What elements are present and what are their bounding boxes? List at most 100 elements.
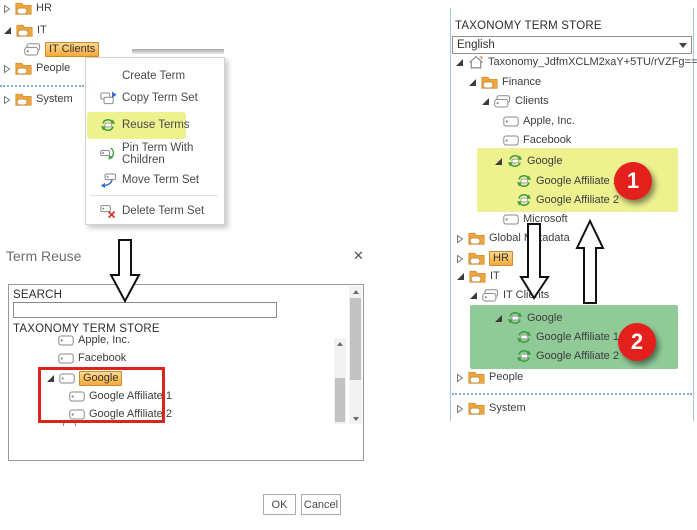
term-tag-icon xyxy=(503,135,519,146)
annotation-badge-2: 2 xyxy=(618,323,656,361)
dialog-tree-item-google-affiliate-1[interactable]: Google Affiliate 1 xyxy=(69,390,172,403)
term-set-icon xyxy=(482,289,499,302)
red-callout-box xyxy=(38,367,165,423)
dialog-tree-item-facebook[interactable]: Facebook xyxy=(58,352,126,365)
chevron-expanded-icon xyxy=(481,97,490,106)
menu-item-label: Create Term xyxy=(122,70,186,82)
folder-icon xyxy=(468,402,485,415)
chevron-right-icon xyxy=(456,254,464,264)
delete-term-set-icon xyxy=(100,204,117,219)
tree-item-google-reused[interactable]: Google xyxy=(494,154,562,168)
tree-item-label: Google Affiliate 1 xyxy=(536,330,619,343)
folder-icon xyxy=(15,62,32,75)
tree-item-google-reused-2[interactable]: Google xyxy=(494,311,562,325)
scrollbar-thumb[interactable] xyxy=(350,298,361,380)
tree-item-it[interactable]: IT xyxy=(456,270,500,283)
folder-icon xyxy=(468,232,485,245)
flow-arrow-up-panel xyxy=(575,218,605,304)
term-set-icon xyxy=(494,95,511,108)
tree-item-google-affiliate-2-copy[interactable]: Google Affiliate 2 xyxy=(516,349,619,363)
tree-item-label: Facebook xyxy=(78,352,127,364)
scroll-up-icon[interactable] xyxy=(334,338,346,349)
term-tag-icon xyxy=(503,116,519,127)
tree-item-label: IT xyxy=(37,24,47,36)
menu-item-copy-term-set[interactable]: Copy Term Set xyxy=(86,87,224,109)
dialog-scrollbar[interactable] xyxy=(349,286,362,424)
chevron-right-icon xyxy=(3,95,11,105)
dialog-tree-item-google-affiliate-2[interactable]: Google Affiliate 2 xyxy=(69,408,172,421)
tree-item-hr[interactable]: HR xyxy=(456,251,513,266)
tree-item-facebook[interactable]: Facebook xyxy=(503,134,571,147)
reused-term-icon xyxy=(516,330,532,344)
dialog-tree-scrollbar[interactable] xyxy=(334,338,346,424)
scroll-up-icon[interactable] xyxy=(349,286,362,297)
tree-item-finance[interactable]: Finance xyxy=(468,76,541,89)
reused-term-icon xyxy=(516,349,532,363)
menu-item-move-term-set[interactable]: Move Term Set xyxy=(86,169,224,191)
tree-item-it-clients[interactable]: IT Clients xyxy=(24,42,100,57)
tree-item-label: Apple, Inc. xyxy=(523,115,575,127)
tree-item-it-clients[interactable]: IT Clients xyxy=(469,289,549,302)
dialog-tree-item-apple[interactable]: Apple, Inc. xyxy=(58,334,130,347)
annotation-badge-1: 1 xyxy=(614,162,652,200)
tree-item-it[interactable]: IT xyxy=(3,24,47,37)
tree-item-label: IT Clients xyxy=(503,289,550,301)
menu-item-label: Copy Term Set xyxy=(122,92,198,104)
menu-separator xyxy=(90,195,218,196)
term-set-icon xyxy=(24,43,41,56)
reused-term-icon xyxy=(516,193,532,207)
chevron-expanded-icon xyxy=(456,272,465,281)
chevron-expanded-icon xyxy=(469,291,478,300)
tree-item-google-affiliate-1[interactable]: Google Affiliate 1 xyxy=(516,174,619,188)
tree-item-people[interactable]: People xyxy=(3,62,70,75)
tree-item-label: Global Metadata xyxy=(489,232,570,244)
tree-item-label: Finance xyxy=(502,76,542,88)
tree-item-label: Google Affiliate 1 xyxy=(89,390,172,402)
tree-item-label: Apple, Inc. xyxy=(78,334,130,346)
tree-item-global-metadata[interactable]: Global Metadata xyxy=(456,232,570,245)
tree-item-google-affiliate-2[interactable]: Google Affiliate 2 xyxy=(516,193,619,207)
cancel-button[interactable]: Cancel xyxy=(301,494,341,515)
folder-icon xyxy=(469,270,486,283)
chevron-right-icon xyxy=(456,404,464,414)
scrollbar-thumb[interactable] xyxy=(335,378,345,422)
chevron-right-icon xyxy=(3,64,11,74)
panel-border-left xyxy=(450,8,451,421)
chevron-expanded-icon xyxy=(494,157,503,166)
dialog-tree-item-google[interactable]: Google xyxy=(46,371,123,386)
panel-border-right xyxy=(693,8,694,421)
menu-item-label: Move Term Set xyxy=(122,174,200,186)
term-tag-icon xyxy=(58,335,74,346)
language-select[interactable]: English xyxy=(452,36,692,54)
tree-item-microsoft[interactable]: Microsoft xyxy=(503,213,568,226)
tree-item-apple[interactable]: Apple, Inc. xyxy=(503,115,575,128)
menu-item-reuse-terms[interactable]: Reuse Terms xyxy=(86,114,224,136)
search-input[interactable] xyxy=(13,302,277,318)
ok-button[interactable]: OK xyxy=(263,494,296,515)
reuse-terms-highlight xyxy=(87,112,186,139)
menu-item-create-term[interactable]: Create Term xyxy=(86,65,224,87)
folder-icon xyxy=(15,2,32,15)
chevron-down-icon xyxy=(679,42,687,48)
tree-item-people[interactable]: People xyxy=(456,371,523,384)
tree-item-label: Clients xyxy=(515,95,549,107)
tree-item-hr[interactable]: HR xyxy=(3,2,52,15)
scroll-down-icon[interactable] xyxy=(349,413,362,424)
tree-item-system[interactable]: System xyxy=(3,93,73,106)
menu-item-pin-term-with-children[interactable]: Pin Term With Children xyxy=(86,142,224,166)
tree-item-label: Google Affiliate 2 xyxy=(536,349,619,362)
menu-item-label: Delete Term Set xyxy=(122,205,205,217)
tree-item-label: Google xyxy=(527,154,563,167)
tree-item-google-affiliate-1-copy[interactable]: Google Affiliate 1 xyxy=(516,330,619,344)
tree-item-label: IT xyxy=(490,270,500,282)
tree-item-system[interactable]: System xyxy=(456,402,526,415)
tree-item-taxonomy-root[interactable]: Taxonomy_JdfmXCLM2xaY+5TU/rVZFg== xyxy=(455,55,697,69)
close-icon[interactable]: ✕ xyxy=(353,248,364,263)
copy-term-set-icon xyxy=(100,91,117,106)
menu-item-delete-term-set[interactable]: Delete Term Set xyxy=(86,200,224,222)
search-label: SEARCH xyxy=(13,289,63,301)
term-tag-icon xyxy=(503,214,519,225)
folder-icon xyxy=(481,76,498,89)
tree-item-clients[interactable]: Clients xyxy=(481,95,549,108)
tree-item-label: System xyxy=(36,93,73,105)
